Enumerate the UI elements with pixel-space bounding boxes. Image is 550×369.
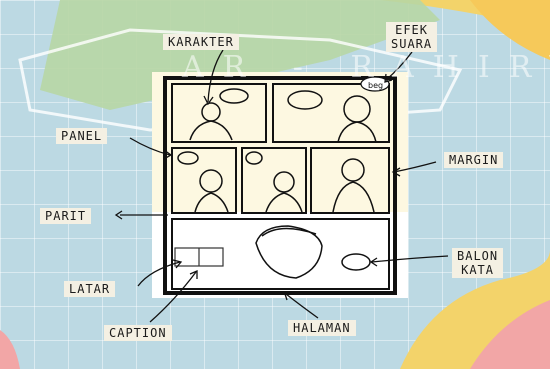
label-latar: LATAR (64, 281, 115, 297)
label-parit: PARIT (40, 208, 91, 224)
label-caption: CAPTION (104, 325, 172, 341)
label-efek-suara: EFEK SUARA (386, 22, 437, 52)
label-margin: MARGIN (444, 152, 503, 168)
label-panel: PANEL (56, 128, 107, 144)
watermark: AR - RAHIRY (182, 50, 550, 85)
label-halaman: HALAMAN (288, 320, 356, 336)
label-karakter: KARAKTER (163, 34, 239, 50)
pink-left-blob (0, 330, 20, 369)
label-balon-kata: BALON KATA (452, 248, 503, 278)
